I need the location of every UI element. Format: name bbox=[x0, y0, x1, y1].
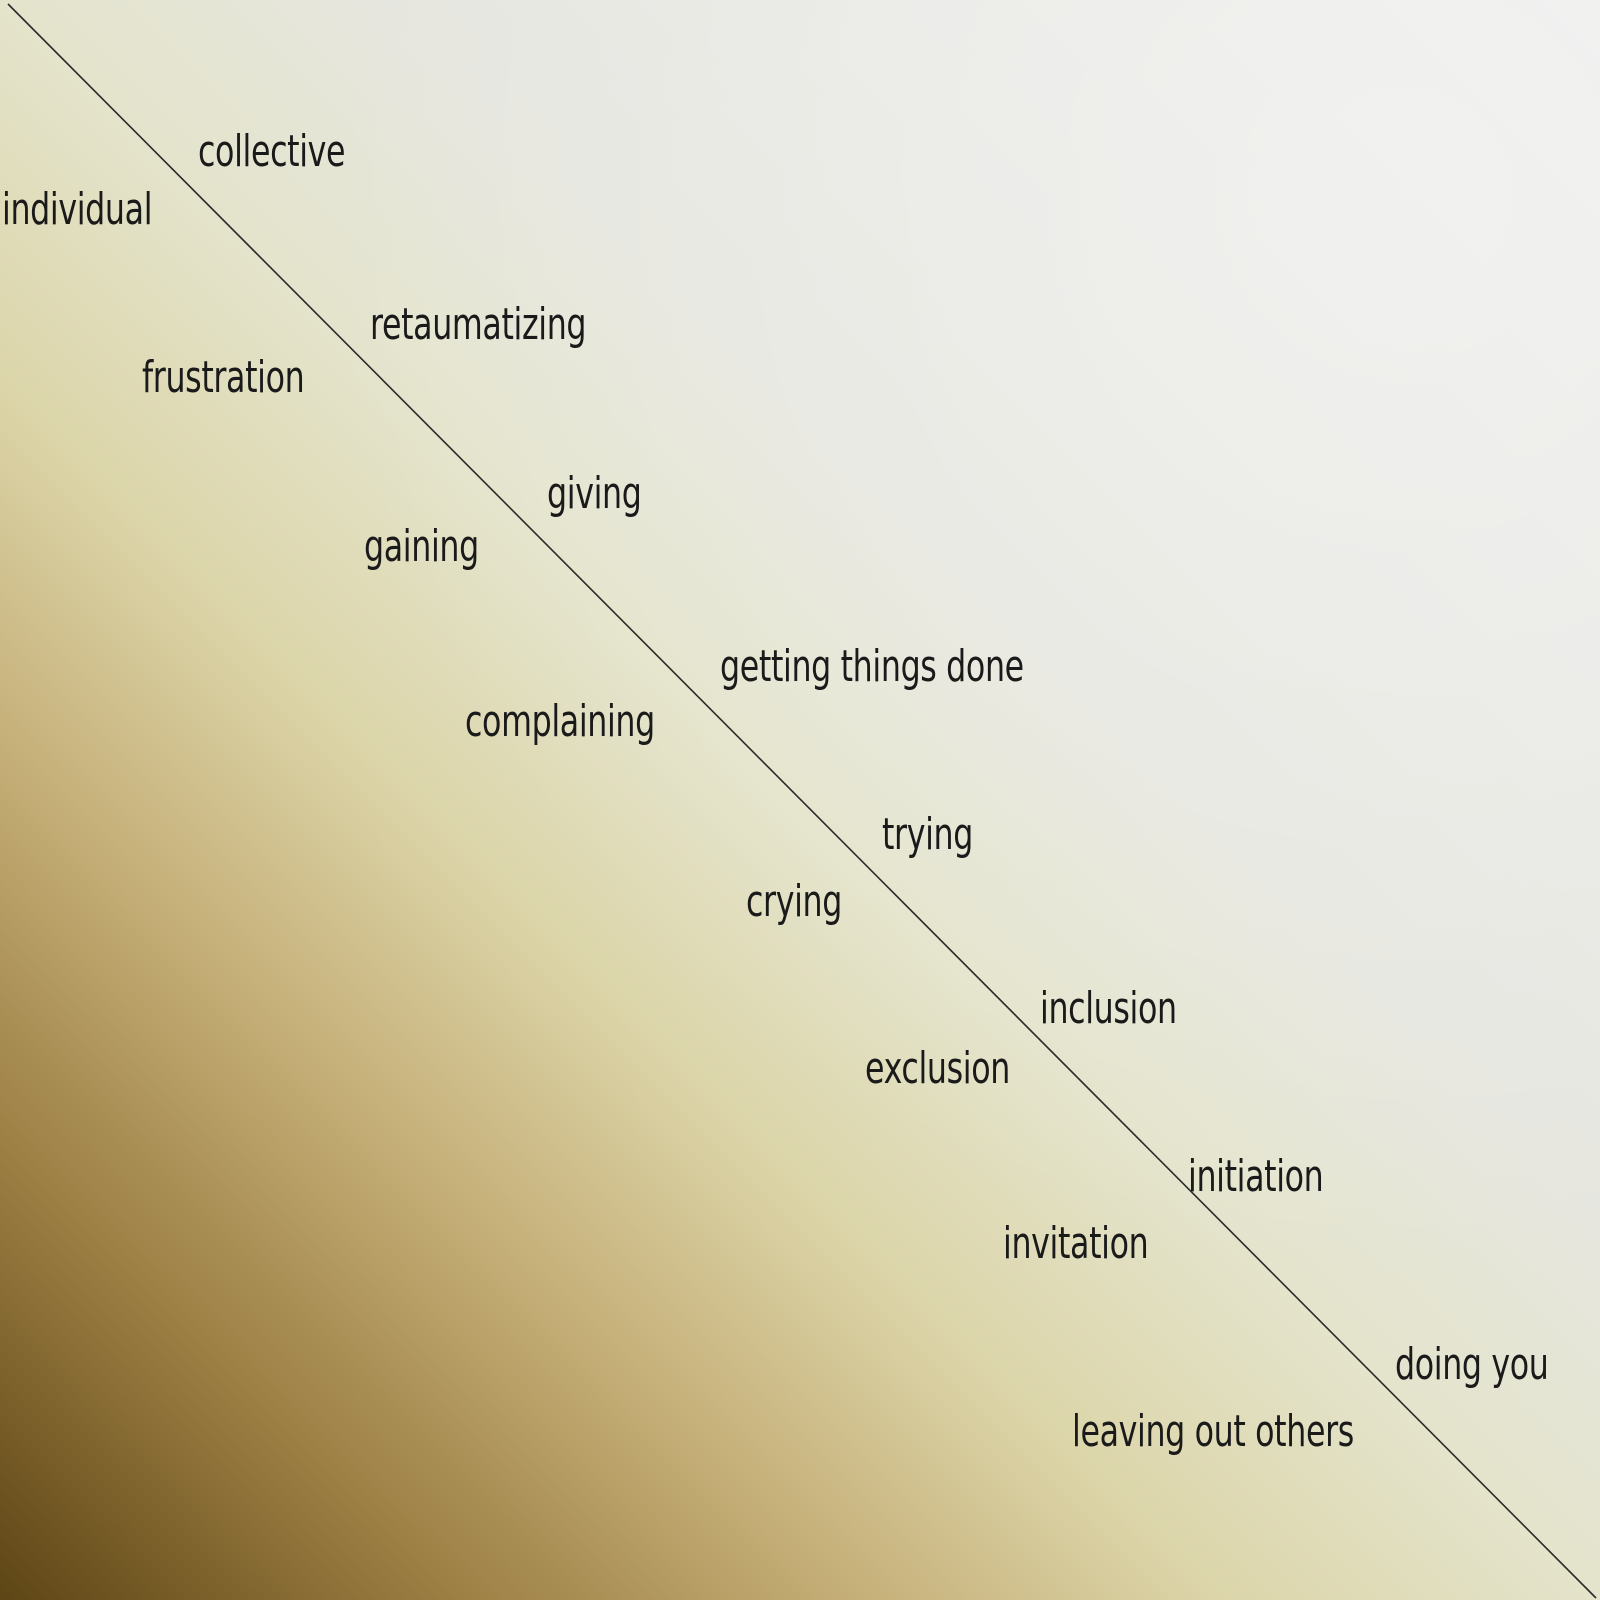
word-lower-3: gaining bbox=[364, 521, 479, 572]
word-lower-8: leaving out others bbox=[1072, 1406, 1354, 1457]
word-upper-3: giving bbox=[547, 468, 642, 519]
word-upper-5: trying bbox=[882, 809, 974, 860]
word-upper-4: getting things done bbox=[720, 641, 1024, 692]
word-lower-2: frustration bbox=[142, 352, 305, 403]
word-lower-6: exclusion bbox=[865, 1043, 1010, 1094]
word-lower-7: invitation bbox=[1003, 1218, 1149, 1269]
word-upper-7: initiation bbox=[1188, 1151, 1324, 1202]
word-lower-1: individual bbox=[2, 184, 153, 235]
word-lower-5: crying bbox=[746, 876, 843, 927]
word-upper-6: inclusion bbox=[1040, 983, 1177, 1034]
word-lower-4: complaining bbox=[465, 696, 655, 747]
word-upper-1: collective bbox=[198, 126, 346, 177]
word-upper-8: doing you bbox=[1395, 1339, 1549, 1390]
word-upper-2: retaumatizing bbox=[370, 299, 587, 350]
